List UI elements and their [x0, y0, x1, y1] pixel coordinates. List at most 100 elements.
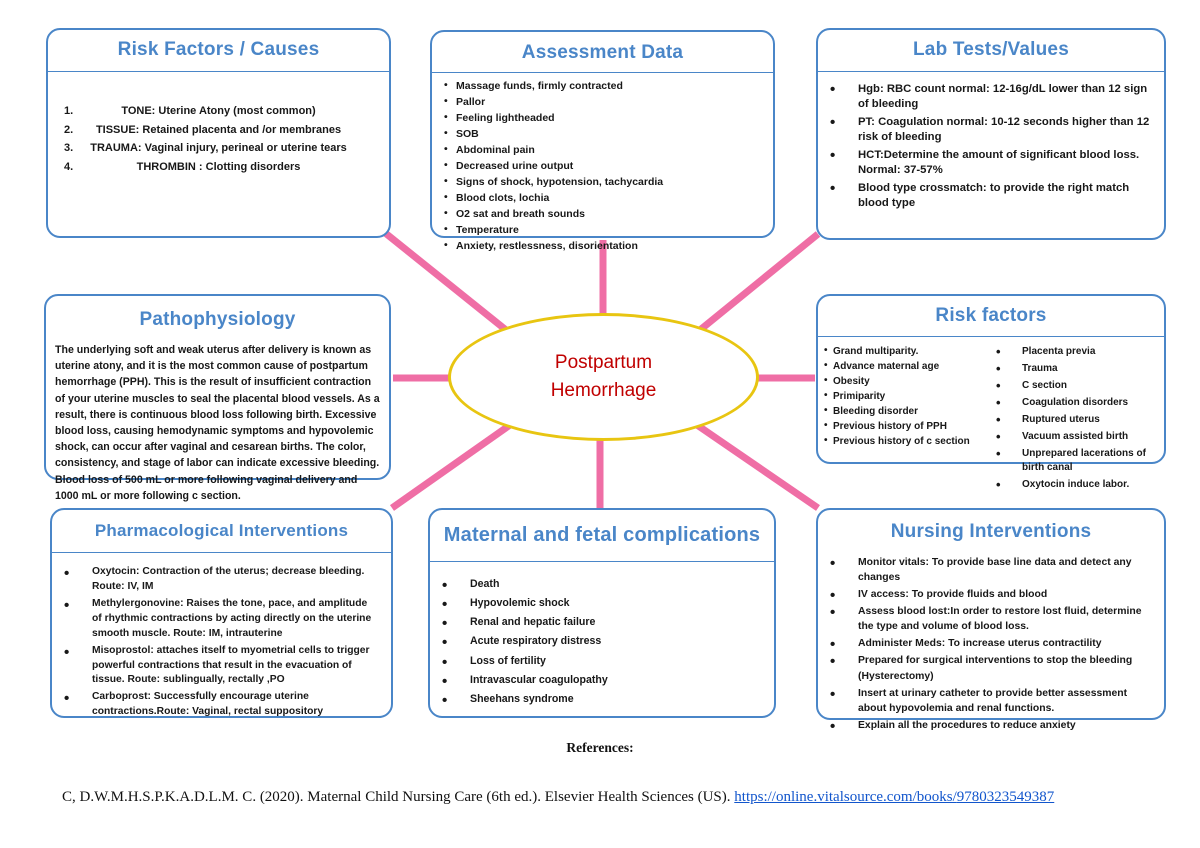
list-item: Intravascular coagulopathy	[436, 670, 764, 695]
list-item: Prepared for surgical interventions to s…	[824, 651, 1156, 683]
connector-nursing	[695, 422, 820, 511]
list-item: Ruptured uterus	[992, 411, 1160, 429]
list-item: Death	[436, 574, 764, 599]
list-item: Bleeding disorder	[824, 404, 992, 419]
center-topic-ellipse[interactable]: Postpartum Hemorrhage	[448, 313, 759, 441]
list-item: Insert at urinary catheter to provide be…	[824, 684, 1156, 716]
center-topic-line-2: Hemorrhage	[550, 380, 657, 401]
list-item: Loss of fertility	[436, 651, 764, 676]
list-item: Placenta previa	[992, 343, 1160, 361]
list-item: Decreased urine output	[444, 158, 765, 174]
risk-factors-column-left: Grand multiparity. Advance maternal age …	[824, 344, 992, 495]
references-heading: References:	[566, 740, 634, 755]
list-item: Hgb: RBC count normal: 12-16g/dL lower t…	[824, 80, 1154, 113]
list-item: Coagulation disorders	[992, 394, 1160, 412]
list-item: Previous history of PPH	[824, 419, 992, 434]
node-body-maternal-fetal-complications: Death Hypovolemic shock Renal and hepati…	[430, 562, 774, 713]
node-pathophysiology[interactable]: Pathophysiology The underlying soft and …	[44, 294, 391, 502]
citation-link[interactable]: https://online.vitalsource.com/books/	[734, 789, 957, 805]
list-item: Misoprostol: attaches itself to myometri…	[58, 642, 379, 689]
list-item: Feeling lightheaded	[444, 110, 765, 126]
list-item: C section	[992, 377, 1160, 395]
node-title-risk-factors: Risk factors	[818, 296, 1164, 337]
list-item: Blood type crossmatch: to provide the ri…	[824, 179, 1154, 212]
node-body-nursing-interventions: Monitor vitals: To provide base line dat…	[818, 549, 1164, 738]
pharmacological-interventions-list: Oxytocin: Contraction of the uterus; dec…	[58, 563, 379, 720]
list-item-label: TISSUE: Retained placenta and /or membra…	[95, 123, 342, 136]
list-item: Administer Meds: To increase uterus cont…	[824, 634, 1156, 656]
list-item: Blood clots, lochia	[444, 190, 765, 206]
list-item-number: 3.	[64, 142, 74, 155]
node-title-risk-factors-causes: Risk Factors / Causes	[48, 30, 389, 72]
node-title-lab-tests-values: Lab Tests/Values	[818, 30, 1164, 72]
list-item: Carboprost: Successfully encourage uteri…	[58, 688, 379, 720]
node-body-pharmacological-interventions: Oxytocin: Contraction of the uterus; dec…	[52, 553, 391, 720]
node-pharmacological-interventions[interactable]: Pharmacological Interventions Oxytocin: …	[50, 508, 393, 718]
node-title-pharmacological-interventions: Pharmacological Interventions	[52, 510, 391, 553]
list-item: Unprepared lacerations of birth canal	[992, 445, 1160, 475]
list-item: O2 sat and breath sounds	[444, 206, 765, 222]
list-item: Signs of shock, hypotension, tachycardia	[444, 174, 765, 190]
list-item-label: THROMBIN : Clotting disorders	[136, 160, 301, 173]
list-item: Obesity	[824, 374, 992, 389]
citation-link-continued[interactable]: 9780323549387	[956, 789, 1055, 805]
list-item: SOB	[444, 126, 765, 142]
node-nursing-interventions[interactable]: Nursing Interventions Monitor vitals: To…	[816, 508, 1166, 738]
node-title-maternal-fetal-complications: Maternal and fetal complications	[430, 510, 774, 562]
risk-factors-causes-list: 1. TONE: Uterine Atony (most common) 2. TI…	[54, 104, 383, 175]
list-item: HCT:Determine the amount of significant …	[824, 146, 1154, 179]
list-item: Vacuum assisted birth	[992, 428, 1160, 446]
list-item: Assess blood lost:In order to restore lo…	[824, 602, 1156, 634]
node-maternal-fetal-complications[interactable]: Maternal and fetal complications Death H…	[428, 508, 776, 718]
node-body-assessment-data: Massage funds, firmly contracted Pallor …	[432, 73, 773, 254]
lab-tests-values-list: Hgb: RBC count normal: 12-16g/dL lower t…	[824, 80, 1154, 212]
list-item: Hypovolemic shock	[436, 593, 764, 618]
list-item: 2. TISSUE: Retained placenta and /or memb…	[54, 123, 383, 139]
list-item-label: TONE: Uterine Atony (most common)	[121, 105, 316, 117]
list-item: Oxytocin induce labor.	[992, 476, 1160, 494]
list-item: Trauma	[992, 360, 1160, 378]
list-item: 4.THROMBIN : Clotting disorders	[54, 160, 383, 176]
list-item: Abdominal pain	[444, 142, 765, 158]
connector-pharmacological	[389, 422, 513, 511]
center-topic-line-1: Postpartum	[554, 351, 653, 373]
list-item: Anxiety, restlessness, disorientation	[444, 238, 765, 254]
risk-factors-list-right: Placenta previa Trauma C section Coagula…	[992, 343, 1160, 494]
list-item: Methylergonovine: Raises the tone, pace,…	[58, 595, 379, 642]
node-body-lab-tests-values: Hgb: RBC count normal: 12-16g/dL lower t…	[818, 72, 1164, 212]
reference-citation: C, D.W.M.H.S.P.K.A.D.L.M. C. (2020). Mat…	[62, 786, 1152, 809]
citation-text: C, D.W.M.H.S.P.K.A.D.L.M. C. (2020). Mat…	[62, 789, 735, 805]
list-item: Grand multiparity.	[824, 344, 992, 359]
risk-factors-column-right: Placenta previa Trauma C section Coagula…	[992, 343, 1160, 495]
list-item-number: 1.	[64, 105, 74, 117]
list-item: Advance maternal age	[824, 359, 992, 374]
node-risk-factors[interactable]: Risk factors Grand multiparity. Advance …	[816, 294, 1166, 494]
assessment-data-list: Massage funds, firmly contracted Pallor …	[444, 78, 765, 254]
node-lab-tests-values[interactable]: Lab Tests/Values Hgb: RBC count normal: …	[816, 28, 1166, 240]
risk-factors-list-left: Grand multiparity. Advance maternal age …	[824, 344, 992, 449]
node-risk-factors-causes[interactable]: Risk Factors / Causes 1. TONE: Uterine At…	[46, 28, 391, 238]
list-item: Pallor	[444, 94, 765, 110]
list-item: 1. TONE: Uterine Atony (most common)	[54, 104, 383, 120]
list-item-number: 2.	[64, 123, 74, 136]
list-item-label: TRAUMA: Vaginal injury, perineal or uter…	[90, 142, 347, 155]
nursing-interventions-list: Monitor vitals: To provide base line dat…	[824, 553, 1156, 738]
list-item: Oxytocin: Contraction of the uterus; dec…	[58, 563, 379, 595]
node-assessment-data[interactable]: Assessment Data Massage funds, firmly co…	[430, 30, 775, 253]
list-item: 3. TRAUMA: Vaginal injury, perineal or ut…	[54, 141, 383, 157]
node-title-nursing-interventions: Nursing Interventions	[890, 521, 1092, 542]
node-title-pathophysiology: Pathophysiology	[139, 309, 296, 330]
list-item: Temperature	[444, 222, 765, 238]
maternal-fetal-complications-list: Death Hypovolemic shock Renal and hepati…	[436, 574, 764, 713]
list-item: Massage funds, firmly contracted	[444, 78, 765, 94]
node-title-assessment-data: Assessment Data	[432, 32, 773, 73]
list-item: IV access: To provide fluids and blood	[824, 585, 1156, 607]
list-item: Explain all the procedures to reduce anx…	[824, 716, 1156, 738]
list-item: Previous history of c section	[824, 434, 992, 449]
list-item: Primiparity	[824, 389, 992, 404]
node-body-risk-factors-causes: 1. TONE: Uterine Atony (most common) 2. TI…	[48, 72, 389, 175]
list-item: PT: Coagulation normal: 10-12 seconds hi…	[824, 113, 1154, 146]
list-item: Monitor vitals: To provide base line dat…	[824, 553, 1156, 585]
node-body-pathophysiology: The underlying soft and weak uterus afte…	[55, 344, 380, 502]
